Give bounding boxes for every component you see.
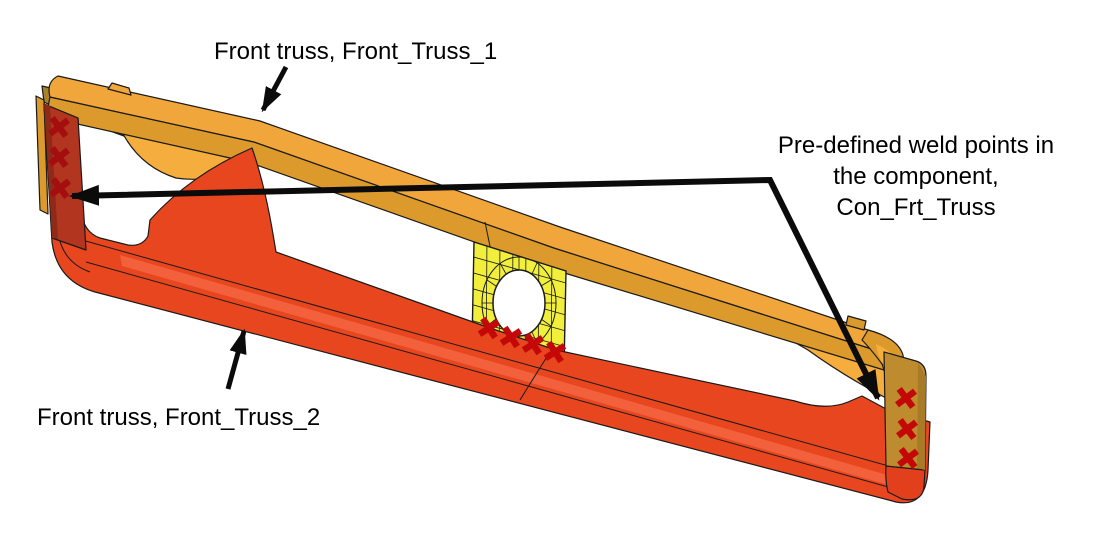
- arrow-truss2: [225, 328, 247, 390]
- weld-note-line-1: Pre-defined weld points in: [777, 132, 1055, 159]
- right-end-panel-shade: [917, 363, 926, 470]
- weld-points-left: [48, 116, 71, 199]
- mesh-patch-hole: [492, 269, 546, 337]
- weld-x: [895, 387, 917, 409]
- label-front-truss-1: Front truss, Front_Truss_1: [214, 38, 498, 65]
- truss2-left-end-panel-shade: [44, 104, 58, 239]
- arrow-truss1: [260, 65, 289, 113]
- right-end-panel: [883, 351, 927, 471]
- weld-points-right: [895, 387, 919, 469]
- weld-x: [48, 116, 70, 138]
- weld-note-line-2: the component,: [833, 163, 999, 190]
- weld-x: [49, 177, 71, 199]
- weld-x: [896, 418, 918, 440]
- leader-weld-points: [69, 176, 881, 401]
- annotation-arrows: [69, 65, 881, 401]
- weld-note-line-3: Con_Frt_Truss: [836, 194, 996, 221]
- truss1-tab-left: [107, 82, 132, 96]
- label-front-truss-2: Front truss, Front_Truss_2: [37, 404, 321, 431]
- truss1-left-edge-strip: [35, 95, 49, 215]
- label-weld-points-note: Pre-defined weld points in the component…: [716, 130, 1101, 223]
- weld-x: [897, 447, 919, 469]
- weld-x: [48, 146, 70, 168]
- truss2-right-lip: [885, 465, 926, 501]
